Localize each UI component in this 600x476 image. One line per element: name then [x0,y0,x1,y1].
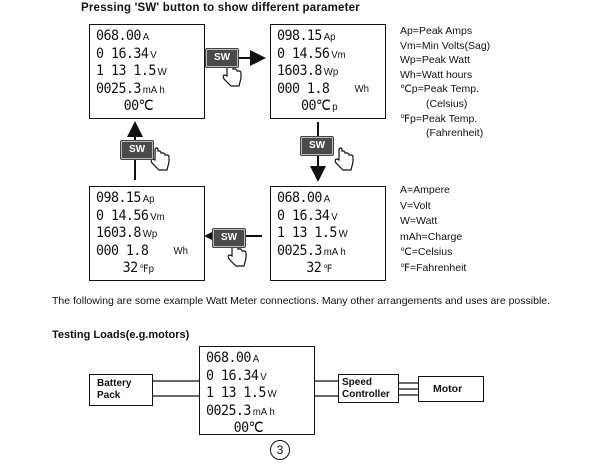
hand-pointer-icon [150,147,170,171]
legend-item: Ap=Peak Amps [400,25,473,37]
battery-pack-label: Battery Pack [97,378,132,401]
hand-pointer-icon [227,243,247,267]
legend-item: ℃=Celsius [400,246,453,258]
connections-note: The following are some example Watt Mete… [52,295,551,307]
legend-item: Wp=Peak Watt [400,54,470,67]
hand-pointer-icon [334,147,354,171]
legend-item: V=Volt [400,199,431,212]
legend-item: W=Watt [400,215,438,227]
sw-button[interactable]: SW [213,229,245,247]
legend-item: Wh=Watt hours [400,68,473,81]
speed-controller-box: Speed Controller [338,374,399,403]
legend-item: (Fahrenheit) [426,127,484,140]
motor-box: Motor [418,376,484,402]
section-heading: Testing Loads(e.g.motors) [52,329,190,341]
legend-top: Ap=Peak Amps Vm=Min Volts(Sag) Wp=Peak W… [400,24,490,141]
legend-item: ℃p=Peak Temp. [400,83,480,96]
legend-item: Vm=Min Volts(Sag) [400,39,491,52]
legend-bottom: A=Ampere V=Volt W=Watt mAh=Charge ℃=Cels… [400,183,466,276]
display-row: 00℃ [123,98,154,114]
display-row: 32℉ [306,260,333,276]
hand-pointer-icon [222,63,242,87]
battery-pack-box: Battery Pack [89,374,153,406]
sw-button[interactable]: SW [206,49,238,67]
figure-number: 3 [270,440,290,460]
legend-item: mAh=Charge [400,230,463,243]
page-title: Pressing 'SW' button to show different p… [81,2,360,14]
display-row: 32℉p [122,260,155,276]
legend-item: A=Ampere [400,184,450,196]
sw-button[interactable]: SW [121,141,153,159]
display-row: 00℃ [233,420,264,436]
sw-button[interactable]: SW [301,137,333,155]
motor-label: Motor [433,383,463,395]
speed-controller-label: Speed Controller [342,377,390,400]
legend-item: ℉=Fahrenheit [400,261,467,274]
legend-item: (Celsius) [426,97,468,110]
legend-item: ℉p=Peak Temp. [400,112,478,125]
